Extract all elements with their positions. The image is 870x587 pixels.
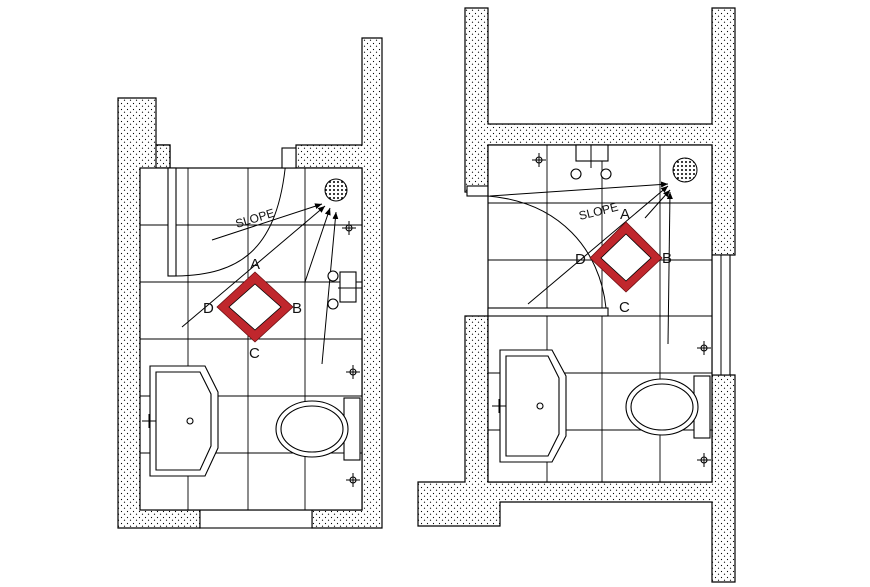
right-valve-icon-1 bbox=[532, 153, 546, 167]
left-slope-arrow-1 bbox=[211, 203, 323, 241]
left-valve-icon-3 bbox=[346, 473, 360, 487]
right-valve-icon-3 bbox=[697, 453, 711, 467]
right-shower-mixer-icon bbox=[570, 144, 612, 180]
left-wall-top-stub bbox=[155, 144, 171, 169]
left-wash-basin-icon bbox=[142, 365, 219, 477]
right-bathroom-plan: SLOPE A B C D bbox=[417, 7, 736, 583]
left-marker-c: C bbox=[249, 345, 260, 362]
right-slope-arrow-1 bbox=[489, 181, 669, 197]
right-slope-arrow-3 bbox=[644, 189, 671, 219]
left-marker-b: B bbox=[292, 300, 302, 317]
right-door-jamb bbox=[466, 185, 489, 197]
right-slope-arrow-4 bbox=[666, 191, 673, 345]
right-marker-b: B bbox=[662, 250, 672, 267]
right-shower-curve bbox=[487, 195, 607, 309]
left-shower-screen bbox=[167, 167, 177, 277]
left-door-threshold bbox=[199, 509, 313, 529]
left-valve-icon-1 bbox=[342, 221, 356, 235]
right-marker-a: A bbox=[620, 206, 630, 223]
right-shower-screen bbox=[487, 307, 609, 317]
right-wash-basin-icon bbox=[492, 349, 567, 463]
right-wc-icon bbox=[625, 375, 711, 439]
right-shower-drain-icon bbox=[672, 157, 698, 183]
right-marker-c: C bbox=[619, 299, 630, 316]
left-slope-arrow-3 bbox=[304, 207, 331, 283]
left-shower-curve bbox=[175, 159, 287, 277]
left-valve-icon-2 bbox=[346, 365, 360, 379]
left-shower-mixer-icon bbox=[327, 270, 362, 310]
right-slope-arrow-2 bbox=[527, 185, 669, 305]
right-valve-icon-2 bbox=[697, 341, 711, 355]
left-wc-icon bbox=[275, 397, 361, 461]
right-marker-d: D bbox=[575, 251, 586, 268]
left-shower-drain-icon bbox=[324, 178, 348, 202]
left-slope-arrow-2 bbox=[181, 205, 326, 328]
left-marker-a: A bbox=[250, 256, 260, 273]
left-marker-d: D bbox=[203, 300, 214, 317]
left-floor-trap-icon bbox=[216, 271, 294, 343]
left-door-jamb bbox=[281, 147, 297, 169]
left-bathroom-plan: SLOPE A B C D bbox=[117, 37, 383, 529]
left-slope-arrow-4 bbox=[321, 211, 339, 365]
right-floor-trap-icon bbox=[589, 221, 663, 293]
